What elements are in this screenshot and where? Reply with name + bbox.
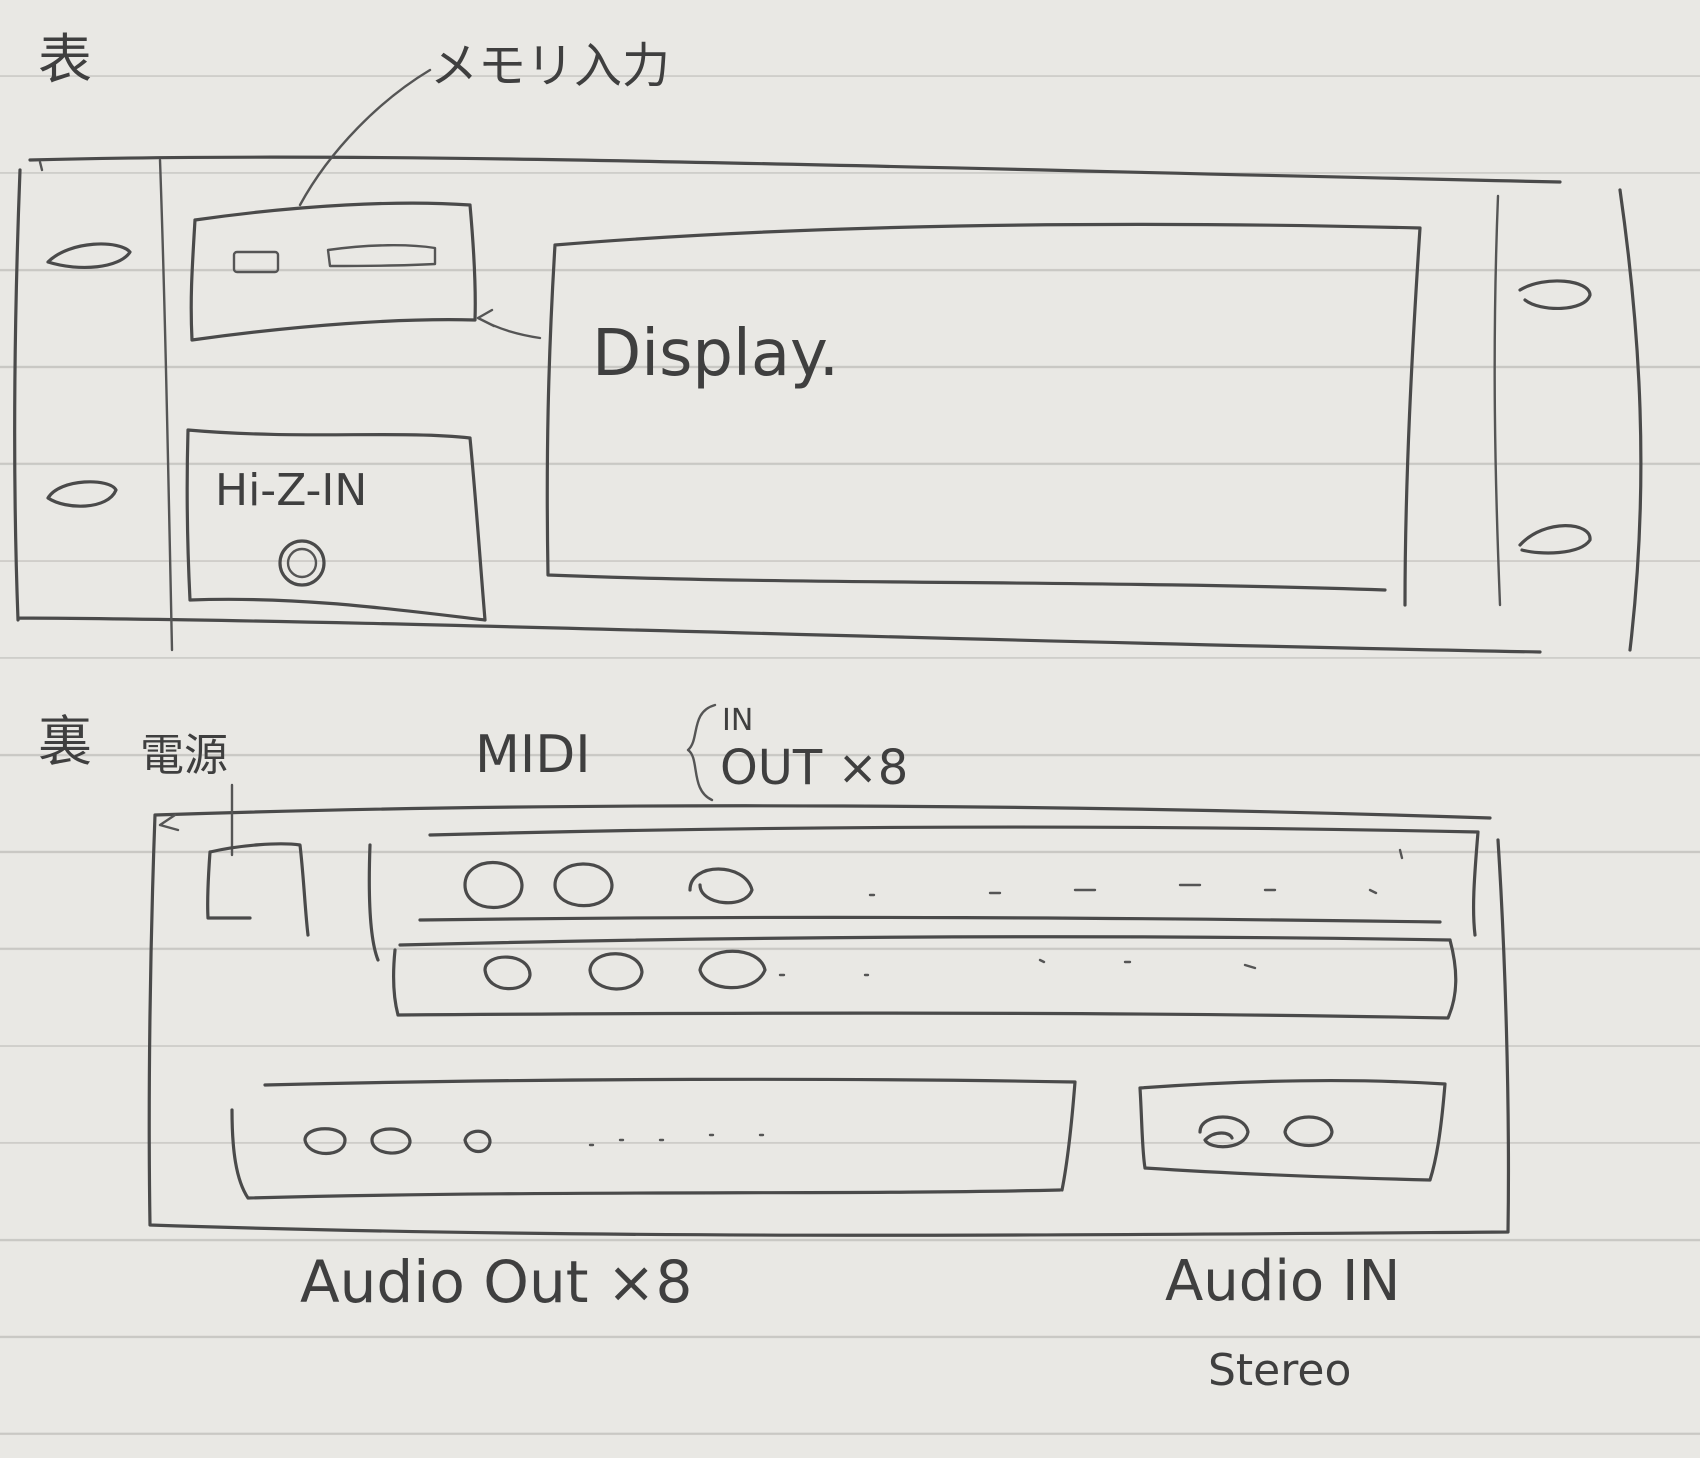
midi-brace: [686, 703, 717, 802]
midi-jack: [698, 949, 767, 990]
midi-jack: [588, 952, 644, 991]
power-inlet: [206, 842, 310, 937]
audio-out-label: Audio Out ×8: [300, 1248, 692, 1316]
display-label: Display.: [592, 317, 839, 391]
midi-jack: [688, 867, 754, 905]
audio-out-jack: [370, 1127, 412, 1155]
audio-out-jack: [463, 1129, 492, 1154]
back-panel: 裏 電源 MIDI IN OUT ×8: [38, 703, 1511, 1396]
midi-label: MIDI: [475, 725, 591, 785]
power-leader-line: [158, 783, 234, 857]
midi-in-jacks: [463, 848, 1404, 909]
midi-out-strip: [391, 935, 1458, 1020]
midi-jack: [463, 861, 524, 909]
memory-card-slot-large: [326, 244, 437, 268]
midi-out-jacks: [483, 949, 1257, 991]
front-screw-bottom-right: [1518, 524, 1592, 555]
hiz-label: Hi-Z-IN: [215, 465, 367, 516]
audio-in-jack: [1283, 1115, 1334, 1147]
audio-in-strip: [1138, 1078, 1447, 1182]
midi-jack: [483, 955, 532, 991]
memory-card-slot-small: [232, 250, 280, 274]
power-label: 電源: [140, 730, 228, 781]
memory-card-leader-line: [298, 68, 432, 207]
midi-out-ellipsis: [778, 958, 1257, 977]
midi-in-label: IN: [722, 703, 753, 738]
midi-in-ellipsis: [868, 848, 1404, 897]
audio-out-jacks: [303, 1127, 765, 1155]
front-panel: 表 メモリ入力 Hi-Z-IN Display.: [13, 28, 1643, 654]
back-label: 裏: [38, 710, 92, 773]
memory-card-label: メモリ入力: [430, 38, 670, 94]
midi-in-strip: [367, 825, 1480, 962]
hiz-jack-inner: [286, 547, 318, 579]
front-rack-outline: [13, 155, 1643, 654]
front-screw-bottom-left: [46, 480, 118, 508]
front-screw-top-right: [1518, 279, 1592, 310]
front-rack-ears: [38, 158, 1502, 652]
midi-jack: [553, 862, 614, 908]
front-label: 表: [38, 28, 92, 91]
memory-card-module: [189, 201, 477, 342]
audio-in-label: Audio IN: [1165, 1249, 1400, 1314]
audio-out-strip: [230, 1077, 1077, 1200]
audio-out-jack: [303, 1127, 347, 1155]
audio-out-ellipsis: [588, 1133, 765, 1147]
hiz-input-module: [185, 428, 487, 622]
front-screw-top-left: [46, 242, 132, 270]
audio-in-sub-label: Stereo: [1208, 1345, 1351, 1396]
hiz-jack: [278, 539, 326, 587]
back-rack-outline: [147, 804, 1511, 1237]
audio-in-jacks: [1198, 1115, 1334, 1149]
display-screen: [545, 222, 1422, 607]
memory-to-display-arrow: [476, 308, 542, 340]
audio-in-jack: [1198, 1115, 1250, 1149]
midi-out-label: OUT ×8: [720, 740, 908, 796]
